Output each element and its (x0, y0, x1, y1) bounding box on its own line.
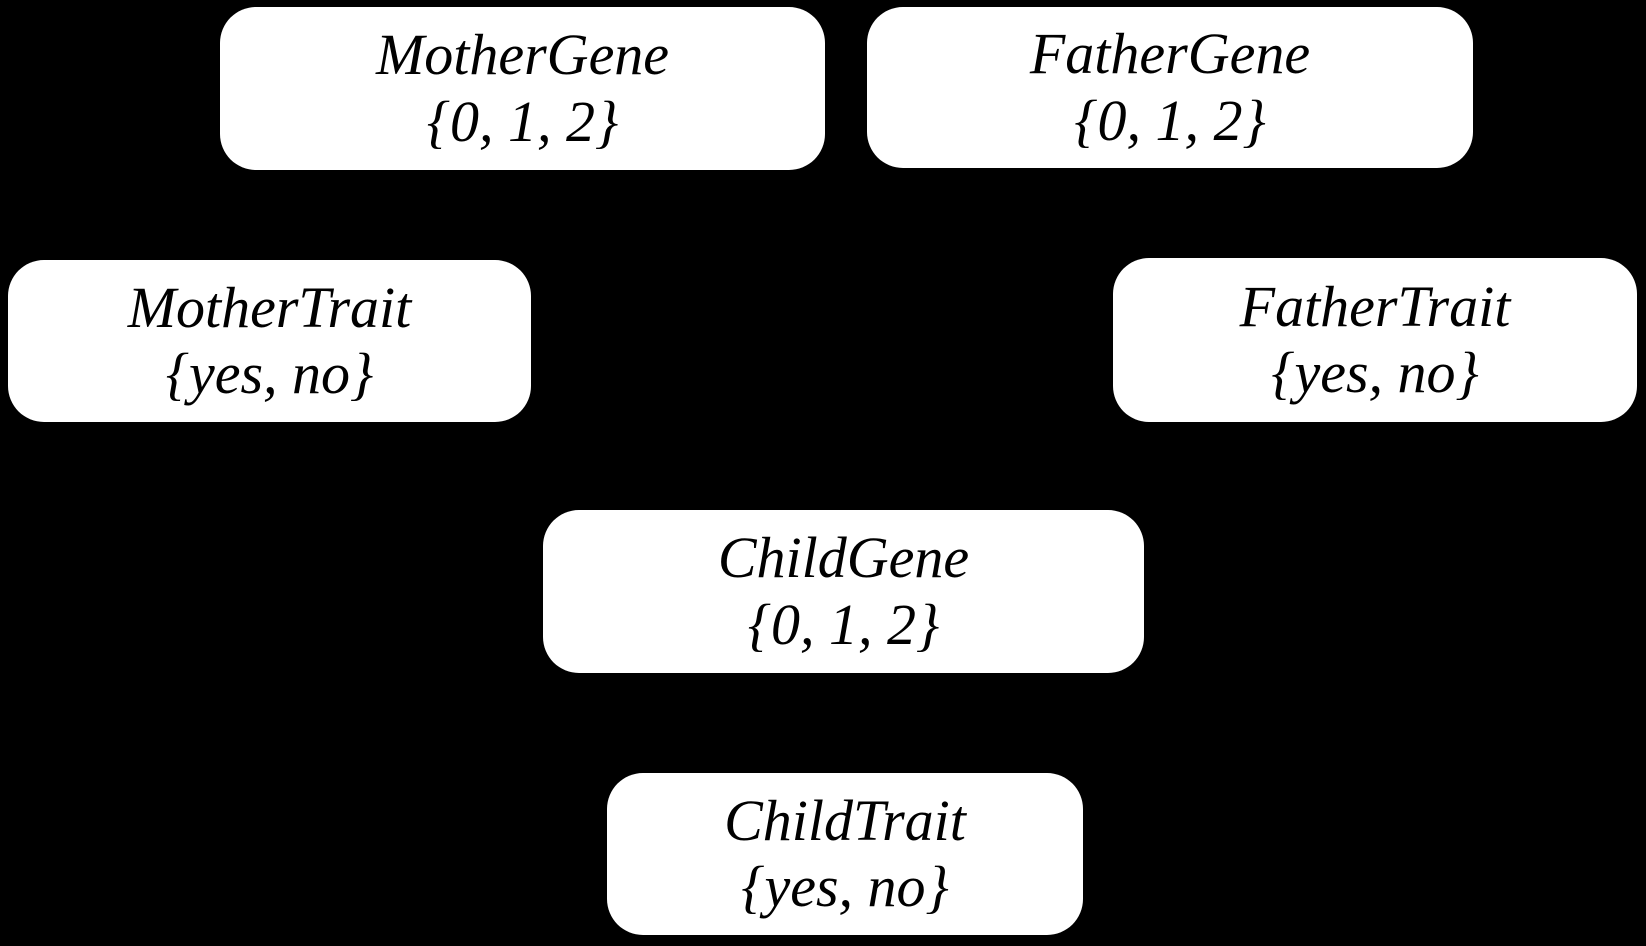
node-father-trait-domain: {yes, no} (1271, 340, 1479, 405)
node-child-trait: ChildTrait {yes, no} (607, 773, 1083, 935)
node-mother-gene: MotherGene {0, 1, 2} (220, 7, 825, 170)
node-father-trait: FatherTrait {yes, no} (1113, 258, 1637, 422)
node-father-gene-domain: {0, 1, 2} (1074, 87, 1266, 153)
node-child-gene: ChildGene {0, 1, 2} (543, 510, 1144, 673)
node-child-gene-domain: {0, 1, 2} (747, 591, 940, 657)
node-mother-trait-label: MotherTrait (127, 274, 412, 340)
node-father-gene-label: FatherGene (1029, 21, 1311, 87)
node-father-gene: FatherGene {0, 1, 2} (867, 7, 1473, 168)
node-child-trait-domain: {yes, no} (741, 854, 949, 919)
node-mother-gene-domain: {0, 1, 2} (426, 88, 619, 154)
node-mother-gene-label: MotherGene (375, 22, 670, 88)
node-father-trait-label: FatherTrait (1239, 273, 1511, 339)
node-child-trait-label: ChildTrait (724, 787, 966, 853)
node-mother-trait: MotherTrait {yes, no} (8, 260, 531, 422)
node-child-gene-label: ChildGene (717, 525, 970, 591)
node-mother-trait-domain: {yes, no} (165, 341, 374, 406)
